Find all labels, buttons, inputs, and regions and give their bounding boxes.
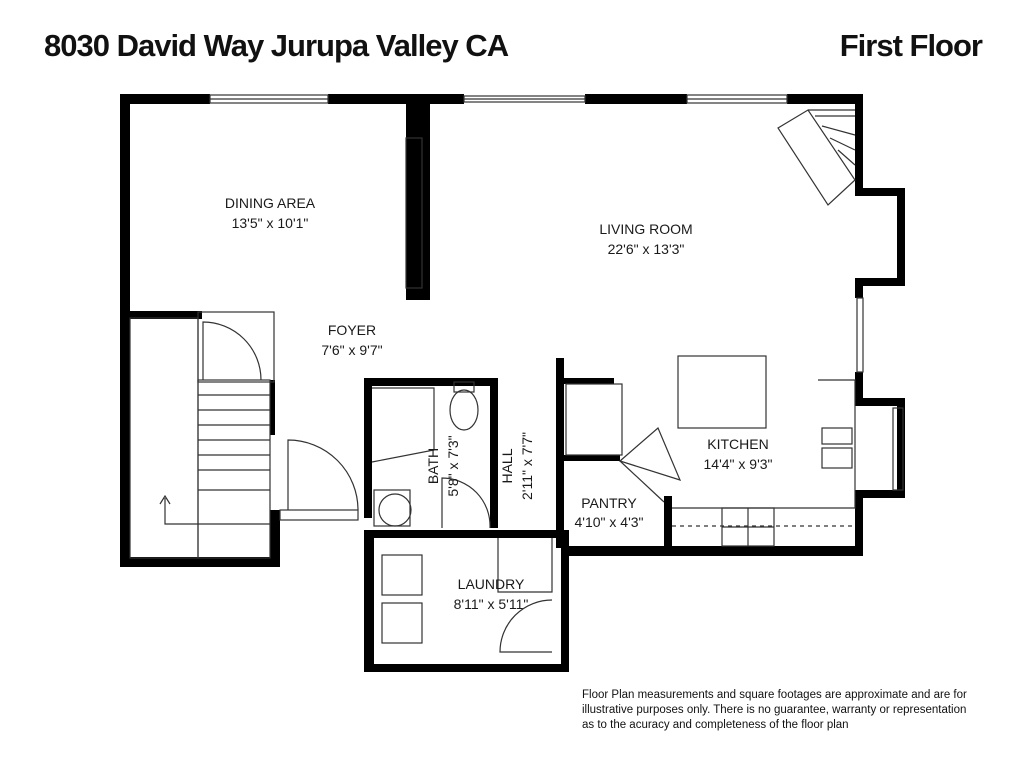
dining-area-dims: 13'5" x 10'1" bbox=[232, 215, 309, 231]
disclaimer-line: Floor Plan measurements and square foota… bbox=[582, 689, 967, 701]
hall-label: HALL bbox=[499, 448, 515, 483]
disclaimer-line: illustrative purposes only. There is no … bbox=[582, 704, 967, 716]
living-room-label: LIVING ROOM bbox=[599, 221, 692, 237]
pantry-dims: 4'10" x 4'3" bbox=[575, 514, 644, 530]
room-labels: DINING AREA 13'5" x 10'1" LIVING ROOM 22… bbox=[225, 195, 773, 612]
living-room-dims: 22'6" x 13'3" bbox=[608, 241, 685, 257]
fixtures bbox=[129, 94, 904, 653]
dining-area-label: DINING AREA bbox=[225, 195, 316, 211]
bath-label: BATH bbox=[425, 448, 441, 484]
foyer-label: FOYER bbox=[328, 322, 376, 338]
property-address: 8030 David Way Jurupa Valley CA bbox=[44, 28, 509, 63]
floor-title: First Floor bbox=[839, 28, 983, 63]
laundry-dims: 8'11" x 5'11" bbox=[454, 596, 529, 612]
kitchen-dims: 14'4" x 9'3" bbox=[704, 456, 773, 472]
pantry-label: PANTRY bbox=[581, 495, 637, 511]
walls bbox=[120, 94, 905, 672]
hall-dims: 2'11" x 7'7" bbox=[519, 432, 535, 500]
kitchen-label: KITCHEN bbox=[707, 436, 768, 452]
laundry-label: LAUNDRY bbox=[458, 576, 525, 592]
disclaimer: Floor Plan measurements and square foota… bbox=[582, 688, 1002, 733]
bath-dims: 5'8" x 7'3" bbox=[445, 435, 461, 496]
disclaimer-line: as to the acuracy and completeness of th… bbox=[582, 719, 849, 731]
foyer-dims: 7'6" x 9'7" bbox=[321, 342, 382, 358]
